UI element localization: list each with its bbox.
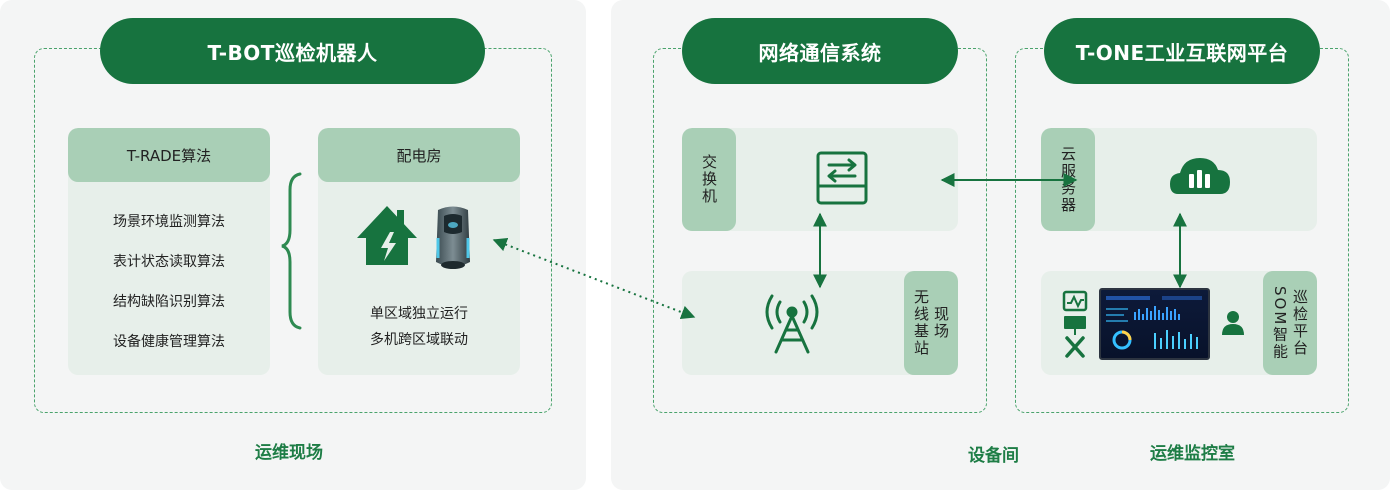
control-room-label: 运维监控室 (1150, 444, 1235, 464)
field-section-label: 运维现场 (255, 443, 323, 463)
monitor-tools-icon (1062, 290, 1088, 358)
network-title: 网络通信系统 (682, 18, 958, 84)
distribution-room-card: 配电房 单区域独立运行 多机跨区域联动 (318, 128, 520, 375)
algorithm-item: 结构缺陷识别算法 (113, 294, 225, 310)
som-label-col-2: 巡检平台 (1291, 289, 1309, 357)
trade-card-title: T-RADE算法 (68, 128, 270, 182)
wireless-label-tab: 无线基站 现场 (904, 271, 958, 375)
distribution-card-title: 配电房 (318, 128, 520, 182)
wireless-tower-icon (765, 294, 819, 354)
wireless-label-col-1: 无线基站 (912, 289, 930, 357)
user-icon (1222, 311, 1244, 335)
dashboard-screen-icon (1099, 288, 1210, 360)
wireless-label-col-2: 现场 (932, 306, 950, 340)
curly-brace (281, 172, 302, 330)
switch-label-tab: 交换机 (682, 128, 736, 231)
switch-card: 交换机 (682, 128, 958, 231)
switch-label: 交换机 (700, 154, 718, 205)
distribution-line-1: 单区域独立运行 (370, 306, 468, 322)
som-label-col-1: SOM智能 (1271, 285, 1289, 361)
robot-station-link (492, 237, 696, 320)
wireless-base-station-card: 无线基站 现场 (682, 271, 958, 375)
equipment-room-label: 设备间 (968, 446, 1019, 466)
switch-icon (816, 151, 868, 205)
cloud-server-icon (1170, 158, 1230, 194)
algorithm-list: 场景环境监测算法 表计状态读取算法 结构缺陷识别算法 设备健康管理算法 (68, 202, 270, 362)
inspection-robot-icon (436, 206, 470, 269)
algorithm-item: 场景环境监测算法 (113, 214, 225, 230)
som-label-tab: SOM智能 巡检平台 (1263, 271, 1317, 375)
house-lightning-icon (357, 206, 417, 265)
algorithm-item: 设备健康管理算法 (113, 334, 225, 350)
algorithm-item: 表计状态读取算法 (113, 254, 225, 270)
platform-title: T-ONE工业互联网平台 (1044, 18, 1320, 84)
tbot-title: T-BOT巡检机器人 (100, 18, 485, 84)
trade-algorithm-card: T-RADE算法 场景环境监测算法 表计状态读取算法 结构缺陷识别算法 设备健康… (68, 128, 270, 375)
distribution-line-2: 多机跨区域联动 (370, 332, 468, 348)
